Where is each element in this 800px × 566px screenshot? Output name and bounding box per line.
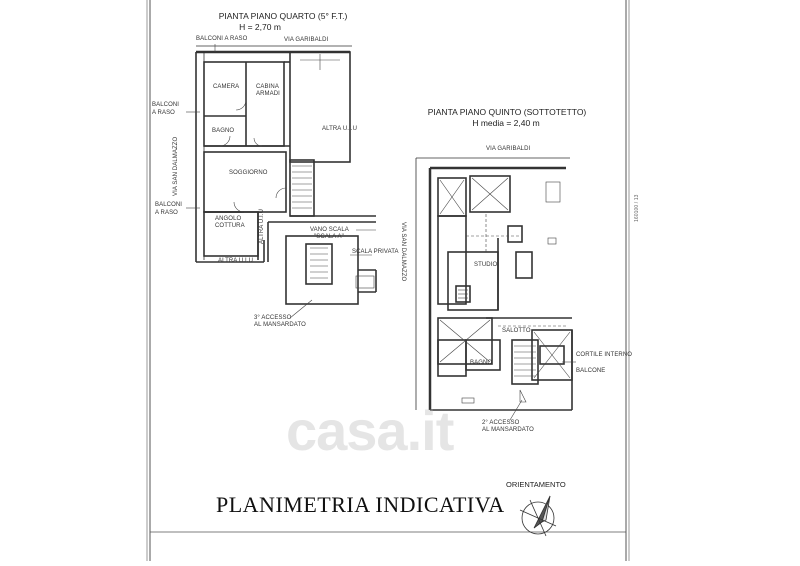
label-bagno-4: BAGNO bbox=[212, 128, 235, 134]
label-salotto: SALOTTO bbox=[502, 328, 531, 334]
label-cabina: CABINA bbox=[256, 84, 279, 90]
label-balconi-left-1b: A RASO bbox=[152, 110, 175, 116]
label-via-garibaldi-5: VIA GARIBALDI bbox=[486, 146, 531, 152]
label-cottura: COTTURA bbox=[215, 223, 245, 229]
label-balconi-left-2b: A RASO bbox=[155, 210, 178, 216]
label-armadi: ARMADI bbox=[256, 91, 280, 97]
plan-fifth-height: H media = 2,40 m bbox=[472, 118, 540, 128]
plan-fourth-walls bbox=[195, 45, 377, 305]
label-vano-scala: VANO SCALA bbox=[310, 227, 349, 233]
plan-fourth-height: H = 2,70 m bbox=[239, 22, 281, 32]
label-scala-a: "SCALA A" bbox=[314, 234, 344, 240]
watermark: casa.it bbox=[286, 399, 454, 462]
plan-fifth-details bbox=[439, 177, 576, 421]
label-via-garibaldi-4: VIA GARIBALDI bbox=[284, 37, 329, 43]
label-angolo: ANGOLO bbox=[215, 216, 242, 222]
page-border bbox=[146, 0, 630, 561]
main-title: PLANIMETRIA INDICATIVA bbox=[216, 492, 505, 517]
plan-fifth-walls bbox=[415, 157, 573, 411]
label-soggiorno: SOGGIORNO bbox=[229, 170, 268, 176]
label-balconi-left-1: BALCONI bbox=[152, 102, 180, 108]
orientation-label: ORIENTAMENTO bbox=[506, 480, 566, 489]
plan-fourth-details bbox=[186, 44, 376, 319]
compass-rose bbox=[519, 495, 557, 537]
margin-reference: 160100 / 13 bbox=[634, 194, 640, 222]
plan-fourth-title: PIANTA PIANO QUARTO (5° F.T.) bbox=[218, 11, 348, 21]
label-altra-uiu-right: ALTRA U.I.U bbox=[322, 126, 357, 132]
plan-fifth-title: PIANTA PIANO QUINTO (SOTTOTETTO) bbox=[427, 107, 587, 117]
label-altra-uiu-vert: ALTRA U.I.U bbox=[259, 209, 265, 244]
label-balconi-top: BALCONI A RASO bbox=[196, 36, 248, 42]
label-accesso-3: 3° ACCESSO bbox=[254, 315, 292, 321]
label-altra-uiu-bottom: ALTRA U.I.U bbox=[218, 258, 253, 264]
label-via-san-dalmazzo-4: VIA SAN DALMAZZO bbox=[173, 136, 179, 196]
label-bagno-5: BAGNO bbox=[470, 360, 493, 366]
label-scala-privata: SCALA PRIVATA bbox=[352, 249, 399, 255]
label-accesso-3b: AL MANSARDATO bbox=[254, 322, 306, 328]
label-cortile-interno: CORTILE INTERNO bbox=[576, 352, 633, 358]
label-via-san-dalmazzo-5: VIA SAN DALMAZZO bbox=[400, 222, 406, 282]
label-camera: CAMERA bbox=[213, 84, 240, 90]
label-balcone: BALCONE bbox=[576, 368, 606, 374]
label-studio: STUDIO bbox=[474, 262, 498, 268]
label-accesso-2: 2° ACCESSO bbox=[482, 420, 520, 426]
label-accesso-2b: AL MANSARDATO bbox=[482, 427, 534, 433]
label-balconi-left-2: BALCONI bbox=[155, 202, 183, 208]
